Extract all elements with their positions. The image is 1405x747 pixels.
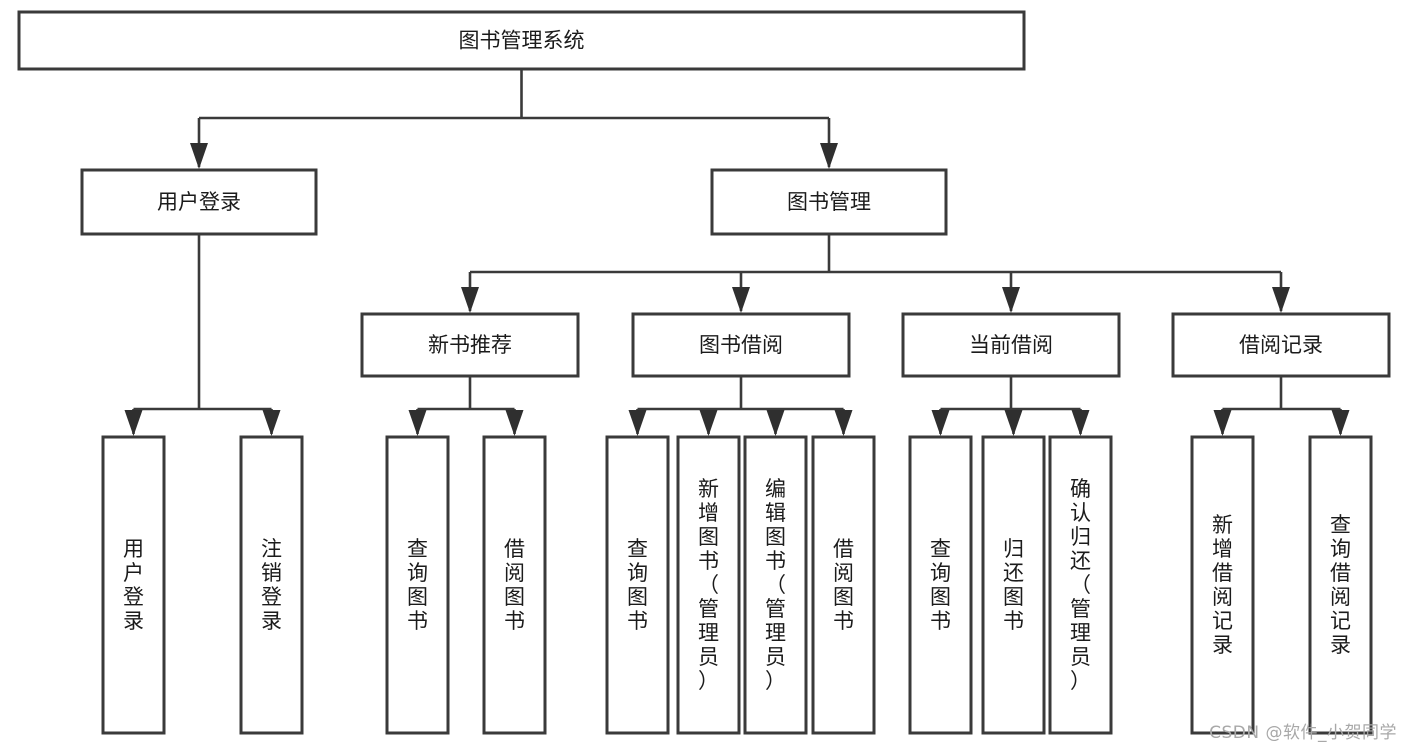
node-box[interactable] xyxy=(676,435,741,735)
node-box[interactable] xyxy=(360,312,580,378)
node-label: 借阅记录 xyxy=(1239,333,1323,357)
node-box[interactable] xyxy=(908,435,973,735)
arrow-head-icon xyxy=(820,143,838,169)
node-leaf-11[interactable]: 新增借阅记录 xyxy=(1190,435,1255,735)
node-box[interactable] xyxy=(631,312,851,378)
arrow-head-icon xyxy=(1002,287,1020,313)
node-label: 图书借阅 xyxy=(699,333,783,357)
arrow-head-icon xyxy=(190,143,208,169)
node-label-vertical: 新增图书（管理员） xyxy=(698,477,719,693)
arrow-head-icon xyxy=(699,410,718,436)
node-leaf-12[interactable]: 查询借阅记录 xyxy=(1308,435,1373,735)
node-box[interactable] xyxy=(1308,435,1373,735)
node-box[interactable] xyxy=(80,168,318,236)
node-leaf-10[interactable]: 确认归还（管理员） xyxy=(1048,435,1113,735)
node-label: 新书推荐 xyxy=(428,333,512,357)
node-box[interactable] xyxy=(385,435,450,735)
node-box[interactable] xyxy=(605,435,670,735)
arrow-head-icon xyxy=(1331,410,1350,436)
node-leaf-5[interactable]: 新增图书（管理员） xyxy=(676,435,741,735)
arrow-head-icon xyxy=(408,410,427,436)
node-leaf-4[interactable]: 查询图书 xyxy=(605,435,670,735)
node-label-vertical: 查询图书 xyxy=(407,537,428,633)
node-label: 图书管理 xyxy=(787,190,871,214)
node-label-vertical: 查询图书 xyxy=(930,537,951,633)
node-box[interactable] xyxy=(901,312,1121,378)
node-label-vertical: 查询图书 xyxy=(627,537,648,633)
node-level3-0[interactable]: 新书推荐 xyxy=(360,312,580,378)
node-box[interactable] xyxy=(1048,435,1113,735)
connector-layer xyxy=(124,69,1350,436)
node-box[interactable] xyxy=(743,435,808,735)
arrow-head-icon xyxy=(931,410,950,436)
node-box[interactable] xyxy=(482,435,547,735)
node-leaf-6[interactable]: 编辑图书（管理员） xyxy=(743,435,808,735)
arrow-head-icon xyxy=(1213,410,1232,436)
csdn-watermark: CSDN @软件_小贺同学 xyxy=(1209,723,1397,743)
node-box[interactable] xyxy=(710,168,948,236)
arrow-head-icon xyxy=(262,410,281,436)
node-label: 当前借阅 xyxy=(969,333,1053,357)
node-box[interactable] xyxy=(17,10,1026,71)
node-leaf-2[interactable]: 查询图书 xyxy=(385,435,450,735)
node-box[interactable] xyxy=(811,435,876,735)
node-leaf-3[interactable]: 借阅图书 xyxy=(482,435,547,735)
arrow-head-icon xyxy=(461,287,479,313)
node-leaf-0[interactable]: 用户登录 xyxy=(101,435,166,735)
arrow-head-icon xyxy=(834,410,853,436)
node-label-vertical: 用户登录 xyxy=(123,537,144,633)
node-leaf-1[interactable]: 注销登录 xyxy=(239,435,304,735)
node-leaf-7[interactable]: 借阅图书 xyxy=(811,435,876,735)
node-label-vertical: 借阅图书 xyxy=(504,537,525,633)
arrow-head-icon xyxy=(505,410,524,436)
node-box[interactable] xyxy=(101,435,166,735)
node-level2-1[interactable]: 图书管理 xyxy=(710,168,948,236)
arrow-head-icon xyxy=(124,410,143,436)
node-level3-1[interactable]: 图书借阅 xyxy=(631,312,851,378)
node-box[interactable] xyxy=(1190,435,1255,735)
node-label-vertical: 确认归还（管理员） xyxy=(1070,477,1091,693)
node-label-vertical: 查询借阅记录 xyxy=(1330,513,1351,657)
node-label-vertical: 编辑图书（管理员） xyxy=(765,477,786,693)
arrow-head-icon xyxy=(732,287,750,313)
node-level2-0[interactable]: 用户登录 xyxy=(80,168,318,236)
arrow-head-icon xyxy=(1004,410,1023,436)
node-layer: 图书管理系统用户登录图书管理新书推荐图书借阅当前借阅借阅记录用户登录注销登录查询… xyxy=(17,10,1391,735)
arrow-head-icon xyxy=(628,410,647,436)
node-label-vertical: 归还图书 xyxy=(1003,537,1024,633)
node-level3-2[interactable]: 当前借阅 xyxy=(901,312,1121,378)
node-box[interactable] xyxy=(239,435,304,735)
node-label-vertical: 借阅图书 xyxy=(833,537,854,633)
node-root-图书管理系统[interactable]: 图书管理系统 xyxy=(17,10,1026,71)
node-box[interactable] xyxy=(981,435,1046,735)
arrow-head-icon xyxy=(766,410,785,436)
arrow-head-icon xyxy=(1071,410,1090,436)
node-label: 图书管理系统 xyxy=(459,29,585,53)
node-leaf-9[interactable]: 归还图书 xyxy=(981,435,1046,735)
node-leaf-8[interactable]: 查询图书 xyxy=(908,435,973,735)
node-label-vertical: 注销登录 xyxy=(261,537,282,633)
arrow-head-icon xyxy=(1272,287,1290,313)
node-label: 用户登录 xyxy=(157,190,241,214)
node-box[interactable] xyxy=(1171,312,1391,378)
node-label-vertical: 新增借阅记录 xyxy=(1212,513,1233,657)
node-level3-3[interactable]: 借阅记录 xyxy=(1171,312,1391,378)
